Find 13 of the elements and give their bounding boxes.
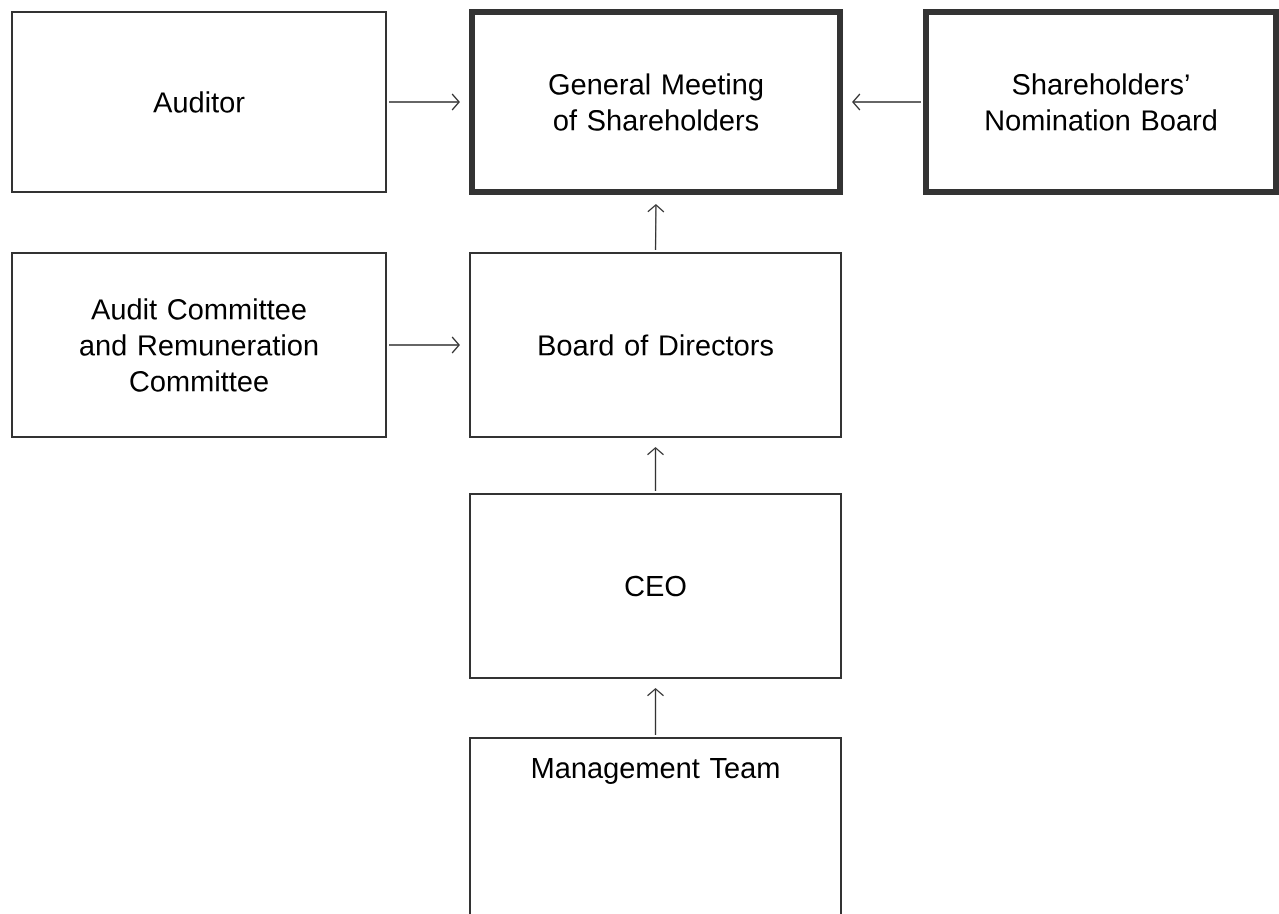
arrow — [646, 447, 665, 492]
arrow — [388, 93, 460, 111]
org-box: Board of Directors — [469, 252, 842, 438]
org-box: Management Team — [469, 737, 842, 914]
org-box: Audit Committee and Remuneration Committee — [11, 252, 387, 438]
arrow — [647, 204, 665, 251]
org-box: Shareholders’ Nomination Board — [923, 9, 1279, 195]
org-box: Auditor — [11, 11, 387, 193]
org-box: General Meeting of Shareholders — [469, 9, 843, 195]
arrow — [852, 93, 922, 111]
arrow — [388, 336, 460, 354]
arrow — [646, 688, 665, 736]
org-box: CEO — [469, 493, 842, 679]
